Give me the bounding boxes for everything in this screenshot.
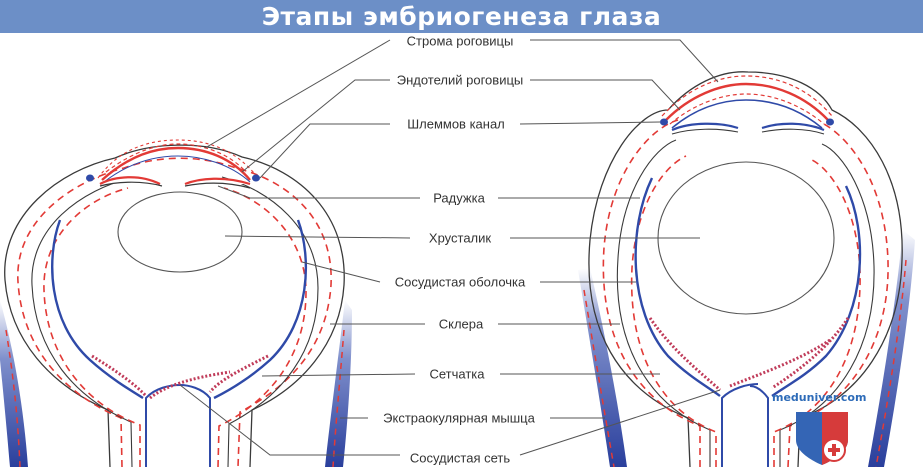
- right-schlemm-canal-left: [660, 119, 668, 126]
- label-sclera: Склера: [439, 317, 484, 332]
- label-cornea-endothelium: Эндотелий роговицы: [397, 73, 523, 88]
- label-retina: Сетчатка: [429, 367, 484, 382]
- right-eye: [578, 72, 915, 467]
- left-schlemm-canal-right: [252, 175, 260, 182]
- label-vascular-network: Сосудистая сеть: [410, 451, 510, 466]
- watermark-text: meduniver.com: [772, 391, 866, 404]
- left-cornea-stroma: [102, 148, 250, 180]
- label-schlemm-canal: Шлеммов канал: [407, 117, 505, 132]
- leader-lines: [180, 40, 720, 455]
- medical-cross-shield-logo: [796, 412, 848, 465]
- label-cornea-stroma: Строма роговицы: [407, 34, 514, 49]
- label-extraocular-muscle: Экстраокулярная мышца: [383, 411, 535, 426]
- label-lens: Хрусталик: [429, 231, 491, 246]
- left-extraocular-muscle-left: [0, 300, 28, 467]
- right-schlemm-canal-right: [826, 119, 834, 126]
- left-eye: [0, 140, 352, 467]
- label-iris: Радужка: [433, 191, 485, 206]
- right-extraocular-muscle-left: [578, 268, 627, 467]
- label-choroid: Сосудистая оболочка: [395, 275, 526, 290]
- left-lens: [118, 192, 242, 272]
- left-extraocular-muscle-right: [325, 300, 352, 467]
- left-schlemm-canal-left: [86, 175, 94, 182]
- right-extraocular-muscle-right: [868, 230, 915, 467]
